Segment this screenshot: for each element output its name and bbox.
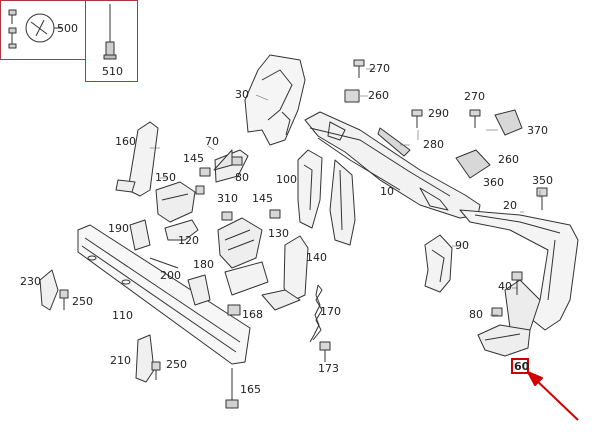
- label-part-260b: 260: [498, 153, 519, 166]
- label-part-30: 30: [235, 88, 249, 101]
- leader-lines: [150, 68, 541, 316]
- part-160-bracket: [115, 121, 159, 197]
- label-part-160: 160: [115, 135, 136, 148]
- part-60-bracket: [477, 324, 531, 357]
- label-part-250b: 250: [166, 358, 187, 371]
- label-part-290: 290: [428, 107, 449, 120]
- label-part-100: 100: [276, 173, 297, 186]
- label-part-270b: 270: [464, 90, 485, 103]
- label-part-510: 510: [102, 65, 123, 78]
- highlight-box-part-60: [511, 358, 529, 374]
- label-part-40: 40: [498, 280, 512, 293]
- label-part-210: 210: [110, 354, 131, 367]
- part-20-right-arm: [459, 209, 579, 331]
- label-part-168: 168: [242, 308, 263, 321]
- label-part-20: 20: [503, 199, 517, 212]
- label-part-170: 170: [320, 305, 341, 318]
- highlight-arrow: [527, 371, 579, 421]
- label-part-10: 10: [380, 185, 394, 198]
- label-part-130: 130: [268, 227, 289, 240]
- part-150-bracket: [155, 181, 199, 241]
- part-180-bracket: [187, 274, 211, 306]
- label-part-350: 350: [532, 174, 553, 187]
- part-110-bumper-beam: [77, 224, 251, 365]
- label-part-230: 230: [20, 275, 41, 288]
- label-part-60-highlighted: 60: [514, 360, 530, 373]
- label-part-80b: 80: [469, 308, 483, 321]
- label-part-120: 120: [178, 234, 199, 247]
- part-90-bracket: [424, 234, 453, 293]
- part-30-bracket: [244, 54, 306, 146]
- inset-510-rivet: [103, 4, 117, 60]
- label-part-70: 70: [205, 135, 219, 148]
- label-part-165: 165: [240, 383, 261, 396]
- part-130-bracket: [217, 217, 269, 296]
- label-part-370: 370: [527, 124, 548, 137]
- label-part-173: 173: [318, 362, 339, 375]
- part-10-upper-frame: [304, 111, 481, 246]
- part-165-bolt: [225, 368, 239, 409]
- fasteners: [59, 59, 548, 380]
- wrench-circle-icon: [25, 13, 62, 43]
- part-140-bracket: [261, 235, 309, 311]
- label-part-110: 110: [112, 309, 133, 322]
- label-part-180: 180: [193, 258, 214, 271]
- label-part-145a: 145: [183, 152, 204, 165]
- label-part-90: 90: [455, 239, 469, 252]
- label-part-280: 280: [423, 138, 444, 151]
- label-part-140: 140: [306, 251, 327, 264]
- part-170-spring: [309, 284, 323, 343]
- label-part-310: 310: [217, 192, 238, 205]
- label-part-80a: 80: [235, 171, 249, 184]
- label-part-500: 500: [57, 22, 78, 35]
- part-100-bracket: [297, 149, 323, 229]
- label-part-250a: 250: [72, 295, 93, 308]
- inset-box-510: [85, 0, 138, 82]
- label-part-270a: 270: [369, 62, 390, 75]
- part-230-bracket: [39, 269, 59, 311]
- label-part-360: 360: [483, 176, 504, 189]
- label-part-200: 200: [160, 269, 181, 282]
- inset-500-screws: [8, 9, 17, 49]
- part-210-bracket: [135, 334, 155, 383]
- label-part-145b: 145: [252, 192, 273, 205]
- label-part-150: 150: [155, 171, 176, 184]
- label-part-190: 190: [108, 222, 129, 235]
- part-190-bracket: [129, 219, 179, 269]
- label-part-260a: 260: [368, 89, 389, 102]
